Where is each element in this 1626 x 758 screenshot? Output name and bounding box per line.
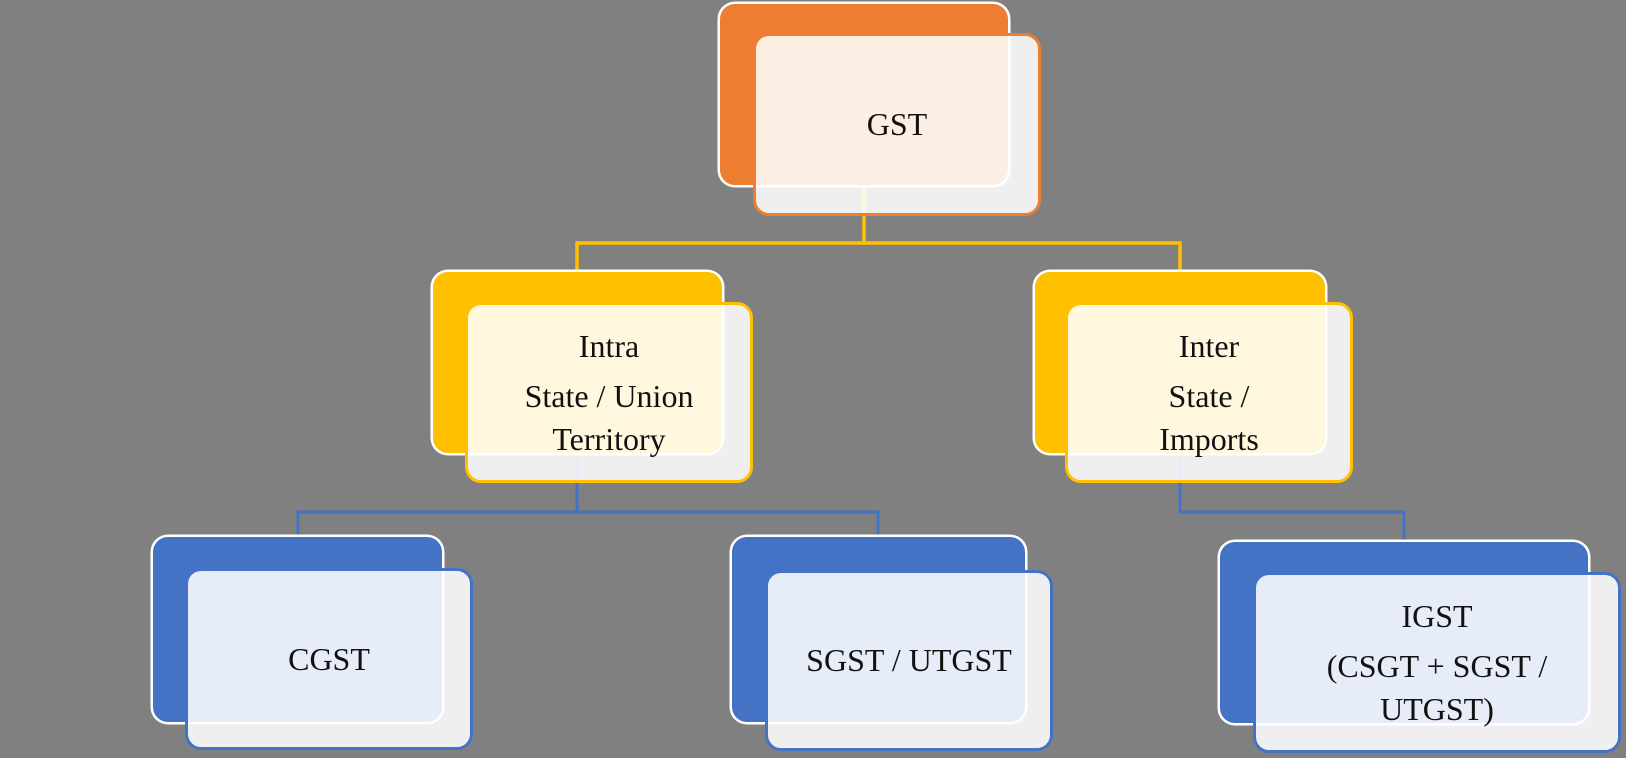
node-label-line: Imports — [1159, 420, 1259, 457]
node-label-line: GST — [866, 106, 928, 143]
node-label-paragraph: Intra — [525, 325, 694, 367]
node-label-line: UTGST) — [1380, 690, 1494, 727]
node-label-paragraph: IGST — [1327, 595, 1547, 637]
node-label-paragraph: GST — [867, 103, 927, 145]
node-igst-front-card: IGST (CSGT + SGST / UTGST) — [1253, 572, 1621, 753]
node-gst-label: GST — [867, 95, 927, 153]
node-label-paragraph: Inter — [1159, 325, 1259, 367]
node-label-paragraph: SGST / UTGST — [806, 639, 1012, 681]
node-sgst-label: SGST / UTGST — [806, 631, 1012, 689]
node-label-line: Intra — [578, 328, 640, 365]
node-label-line: State / — [1168, 378, 1250, 415]
node-label-line: SGST / UTGST — [806, 642, 1012, 679]
node-sgst-front-card: SGST / UTGST — [765, 570, 1053, 751]
node-label-paragraph: CGST — [288, 638, 370, 680]
node-label-line: State / Union — [524, 378, 694, 415]
node-label-paragraph: State / Imports — [1159, 375, 1259, 459]
node-label-line: IGST — [1401, 598, 1473, 635]
node-label-line: Territory — [552, 420, 666, 457]
node-label-line: Inter — [1178, 328, 1240, 365]
node-cgst-label: CGST — [288, 630, 370, 688]
node-igst-label: IGST (CSGT + SGST / UTGST) — [1327, 587, 1547, 738]
node-cgst-front-card: CGST — [185, 568, 473, 750]
node-label-line: (CSGT + SGST / — [1326, 648, 1548, 685]
node-label-paragraph: (CSGT + SGST / UTGST) — [1327, 645, 1547, 729]
node-label-line: CGST — [288, 640, 370, 677]
node-gst-front-card: GST — [753, 33, 1041, 216]
